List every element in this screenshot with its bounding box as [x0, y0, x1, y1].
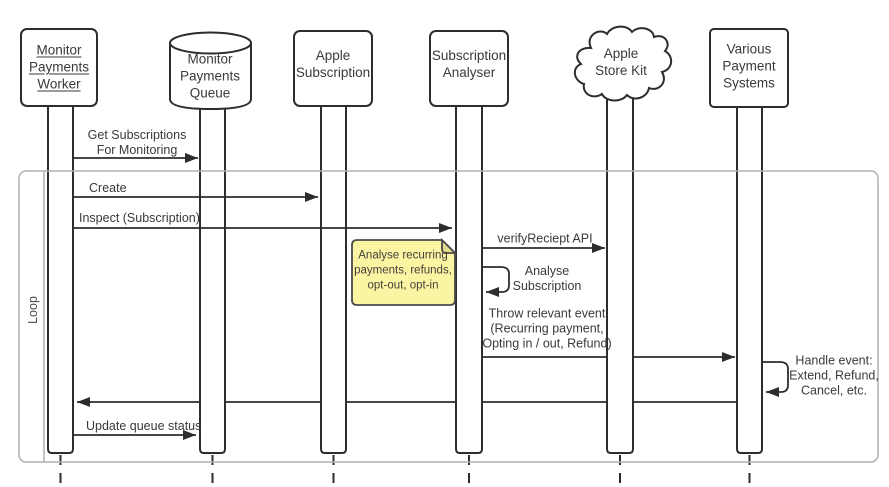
activation-bars — [47, 96, 763, 454]
message-arrow-analyse-subscription-self-loop — [482, 266, 510, 297]
loop-label: Loop — [26, 296, 40, 324]
note-shape — [351, 237, 458, 306]
foreground-message-arrows — [74, 153, 789, 440]
note-body — [351, 239, 456, 306]
message-label-analyse-subscription: Analyse Subscription — [512, 264, 582, 293]
activation-bar-subscription-analyser — [455, 104, 483, 454]
participant-box-monitor-payments-worker — [20, 28, 98, 107]
message-label-inspect-subscription: Inspect (Subscription) — [79, 211, 200, 225]
participant-box-various-payment-systems — [709, 28, 789, 108]
message-label-handle-event: Handle event: Extend, Refund, Cancel, et… — [789, 353, 879, 398]
loop-frame-border — [18, 170, 879, 463]
participant-box-subscription-analyser — [429, 30, 509, 107]
note-text: Analyse recurring payments, refunds, opt… — [354, 249, 452, 292]
participant-label-monitor-payments-worker: Monitor Payments Worker — [28, 42, 90, 92]
participant-shapes — [20, 25, 789, 111]
participant-label-various-payment-systems: Various Payment Systems — [722, 41, 776, 91]
message-label-get-subscriptions: Get Subscriptions For Monitoring — [87, 128, 187, 157]
participant-cloud-apple-store-kit — [573, 25, 673, 102]
activation-bar-monitor-payments-worker — [47, 105, 74, 454]
participant-label-apple-subscription: Apple Subscription — [295, 48, 371, 80]
participant-label-monitor-payments-queue: Monitor Payments Queue — [179, 51, 241, 101]
activation-bar-apple-store-kit — [606, 96, 634, 454]
activation-bar-apple-subscription — [320, 104, 347, 454]
message-label-create: Create — [89, 181, 127, 195]
background-message-arrows — [77, 352, 737, 407]
participant-label-apple-store-kit: Apple Store Kit — [595, 46, 647, 78]
loop-frame — [18, 170, 879, 463]
message-label-throw-relevant-event: Throw relevant event (Recurring payment,… — [482, 306, 612, 351]
message-label-update-queue-status: Update queue status — [86, 419, 202, 433]
activation-bar-monitor-payments-queue — [199, 101, 226, 454]
message-label-verify-receipt-api: verifyReciept API — [497, 231, 593, 246]
participant-cylinder-body-monitor-payments-queue — [169, 42, 252, 111]
participant-box-apple-subscription — [293, 30, 373, 107]
message-arrow-handle-event-self-loop — [762, 361, 789, 397]
participant-cylinder-top-monitor-payments-queue — [169, 31, 252, 55]
lifeline-stubs — [59, 455, 751, 486]
note-folded-corner — [441, 237, 458, 254]
activation-bar-various-payment-systems — [736, 104, 763, 454]
participant-label-subscription-analyser: Subscription Analyser — [431, 48, 507, 80]
